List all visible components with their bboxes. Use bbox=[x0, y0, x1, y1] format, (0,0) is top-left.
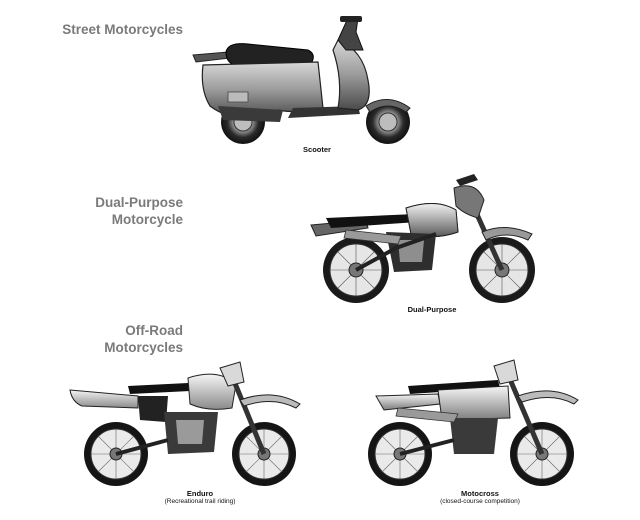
heading-line: Off-Road bbox=[125, 323, 183, 338]
enduro-motorcycle-illustration bbox=[68, 356, 308, 490]
caption-subtitle: (closed-course competition) bbox=[440, 498, 520, 505]
heading-street-motorcycles: Street Motorcycles bbox=[40, 21, 183, 38]
dual-purpose-motorcycle-illustration bbox=[306, 170, 550, 308]
caption-subtitle: (Recreational trail riding) bbox=[164, 498, 236, 505]
heading-line: Street Motorcycles bbox=[62, 22, 183, 37]
caption-motocross: Motocross (closed-course competition) bbox=[420, 489, 540, 506]
caption-title: Motocross bbox=[461, 489, 499, 498]
caption-title: Scooter bbox=[303, 145, 331, 154]
heading-off-road-motorcycles: Off-Road Motorcycles bbox=[40, 322, 183, 356]
caption-title: Dual-Purpose bbox=[407, 305, 457, 314]
caption-scooter: Scooter bbox=[282, 145, 352, 154]
heading-line: Dual-Purpose bbox=[95, 195, 183, 210]
heading-dual-purpose-motorcycle: Dual-Purpose Motorcycle bbox=[40, 194, 183, 228]
motocross-motorcycle-illustration bbox=[358, 356, 584, 490]
scooter-illustration bbox=[188, 10, 428, 150]
heading-line: Motorcycle bbox=[111, 212, 183, 227]
caption-enduro: Enduro (Recreational trail riding) bbox=[140, 489, 260, 506]
heading-line: Motorcycles bbox=[104, 340, 183, 355]
caption-dual-purpose: Dual-Purpose bbox=[392, 305, 472, 314]
caption-title: Enduro bbox=[186, 489, 214, 498]
